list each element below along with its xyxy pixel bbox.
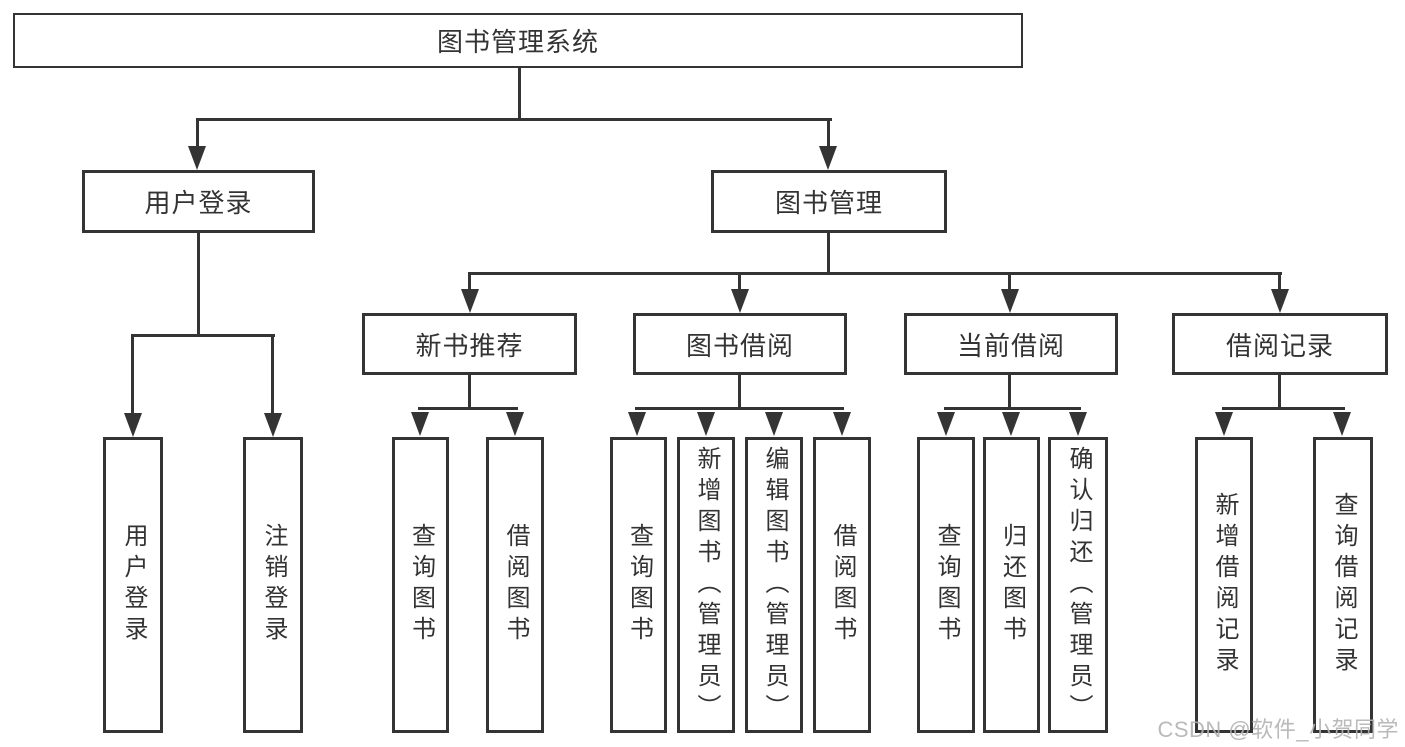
connector-arrow	[461, 289, 479, 313]
connector-line	[1278, 272, 1281, 292]
connector-arrow	[937, 412, 955, 436]
node-label: 确认归还（管理员）	[1065, 445, 1092, 725]
leaf-query-borrow-record: 查询借阅记录	[1313, 437, 1373, 733]
connector-line	[827, 118, 830, 150]
connector-line	[468, 375, 471, 410]
node-label: 归还图书	[998, 523, 1026, 647]
leaf-query-books-current: 查询图书	[917, 437, 975, 733]
connector-arrow	[124, 413, 142, 437]
node-label: 用户登录	[144, 188, 253, 218]
node-label: 注销登录	[260, 523, 287, 647]
connector-line	[271, 334, 274, 414]
node-label: 用户登录	[120, 523, 147, 647]
node-library-management-system: 图书管理系统	[13, 13, 1023, 68]
node-label: 借阅记录	[1225, 330, 1334, 361]
connector-arrow	[411, 412, 429, 436]
leaf-add-book-admin: 新增图书（管理员）	[677, 437, 735, 733]
leaf-query-books-borrowing: 查询图书	[610, 437, 667, 733]
node-label: 当前借阅	[956, 330, 1065, 361]
node-label: 借阅图书	[502, 523, 529, 647]
csdn-watermark: CSDN @软件_小贺同学	[1157, 717, 1399, 742]
node-book-management: 图书管理	[711, 170, 947, 233]
leaf-add-borrow-record: 新增借阅记录	[1195, 437, 1253, 733]
connector-line	[131, 334, 134, 414]
connector-arrow	[1333, 412, 1351, 436]
connector-arrow	[1271, 289, 1289, 313]
leaf-logout: 注销登录	[243, 437, 303, 733]
connector-arrow	[188, 146, 206, 170]
connector-arrow	[833, 412, 851, 436]
connector-arrow	[1001, 289, 1019, 313]
leaf-borrow-books-recommendation: 借阅图书	[486, 437, 544, 733]
node-label: 新书推荐	[415, 330, 524, 361]
connector-line	[1278, 375, 1281, 410]
node-borrowing-records: 借阅记录	[1172, 313, 1388, 375]
connector-arrow	[628, 412, 646, 436]
connector-line	[1222, 407, 1345, 410]
connector-line	[196, 118, 832, 121]
connector-arrow	[264, 413, 282, 437]
node-user-login: 用户登录	[82, 170, 315, 233]
connector-arrow	[1002, 412, 1020, 436]
connector-arrow	[819, 146, 837, 170]
leaf-borrow-books-borrowing: 借阅图书	[813, 437, 871, 733]
connector-line	[635, 407, 844, 410]
leaf-user-login: 用户登录	[103, 437, 163, 733]
connector-line	[132, 334, 275, 337]
connector-arrow	[1215, 412, 1233, 436]
node-label: 查询图书	[625, 523, 653, 647]
leaf-return-books: 归还图书	[983, 437, 1040, 733]
node-label: 查询借阅记录	[1330, 492, 1357, 678]
leaf-confirm-return-admin: 确认归还（管理员）	[1048, 437, 1108, 733]
connector-arrow	[506, 412, 524, 436]
connector-line	[197, 233, 200, 337]
connector-line	[827, 233, 830, 275]
connector-line	[468, 272, 471, 292]
connector-line	[418, 407, 518, 410]
node-label: 图书管理	[774, 188, 883, 218]
node-label: 新增借阅记录	[1211, 492, 1238, 678]
connector-line	[738, 272, 741, 292]
connector-line	[738, 375, 741, 410]
node-label: 借阅图书	[829, 523, 856, 647]
connector-arrow	[731, 289, 749, 313]
node-label: 新增图书（管理员）	[693, 445, 720, 725]
node-label: 图书借阅	[685, 330, 794, 361]
connector-arrow	[697, 412, 715, 436]
node-label: 查询图书	[933, 523, 960, 647]
connector-line	[1008, 375, 1011, 410]
leaf-edit-book-admin: 编辑图书（管理员）	[745, 437, 803, 733]
connector-arrow	[1069, 412, 1087, 436]
connector-line	[196, 118, 199, 150]
connector-arrow	[765, 412, 783, 436]
node-new-book-recommendation: 新书推荐	[362, 313, 577, 375]
connector-line	[944, 407, 1081, 410]
leaf-query-books-recommendation: 查询图书	[392, 437, 449, 733]
connector-line	[468, 272, 1282, 275]
node-current-borrowing: 当前借阅	[904, 313, 1118, 375]
node-label: 图书管理系统	[436, 27, 599, 57]
connector-line	[1008, 272, 1011, 292]
node-book-borrowing: 图书借阅	[633, 313, 847, 375]
node-label: 编辑图书（管理员）	[761, 445, 788, 725]
connector-line	[518, 68, 521, 121]
node-label: 查询图书	[407, 523, 435, 647]
